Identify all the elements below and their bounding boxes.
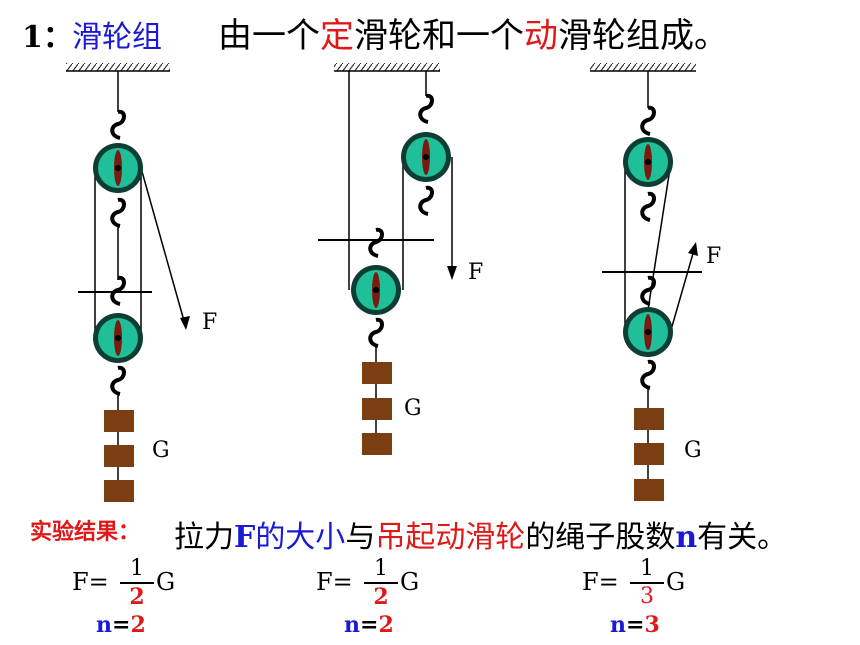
rope-3-pull bbox=[670, 249, 695, 331]
title-description: 由一个定滑轮和一个动滑轮组成。 bbox=[218, 8, 728, 57]
formula-2-fraction-bar bbox=[364, 582, 398, 584]
diagram-1 bbox=[66, 63, 190, 502]
title-term: 滑轮组 bbox=[72, 20, 162, 55]
weight-2a bbox=[362, 362, 392, 384]
formula-3-left: F= bbox=[582, 568, 619, 596]
title-desc-part1: 由一个 bbox=[218, 16, 320, 56]
hook-3a bbox=[640, 105, 656, 136]
diagram-2 bbox=[318, 63, 457, 455]
weight-3c bbox=[634, 479, 664, 501]
force-arrow-3 bbox=[688, 242, 698, 256]
n-eq-2: = bbox=[360, 612, 379, 638]
force-label-2: F bbox=[468, 260, 484, 285]
weight-1c bbox=[104, 480, 134, 502]
result-n: n bbox=[675, 520, 698, 555]
ceiling-3 bbox=[590, 63, 696, 71]
result-part1: 拉力 bbox=[174, 520, 234, 555]
formula-2-denominator: 2 bbox=[373, 584, 389, 610]
hook-2a bbox=[418, 93, 434, 124]
n-eq-3: = bbox=[626, 612, 645, 638]
n-num-2: 2 bbox=[378, 612, 394, 638]
title-desc-part3: 滑轮组成。 bbox=[558, 16, 728, 56]
n-label-1: n bbox=[96, 612, 112, 638]
result-label: 实验结果： bbox=[30, 519, 141, 545]
force-arrow-1 bbox=[180, 316, 190, 330]
hook-1d bbox=[110, 365, 126, 396]
n-value-1: n=2 bbox=[96, 612, 146, 638]
hook-1a bbox=[110, 109, 126, 140]
result-moving: 动滑轮 bbox=[435, 520, 526, 555]
formula-1-denominator: 2 bbox=[129, 584, 145, 610]
n-label-2: n bbox=[344, 612, 360, 638]
formula-2-left: F= bbox=[316, 568, 353, 596]
diagram-3 bbox=[590, 63, 702, 501]
weight-1b bbox=[104, 445, 134, 467]
formula-3-denominator: 3 bbox=[640, 584, 654, 609]
hook-2d bbox=[368, 317, 384, 348]
title-number: 1： bbox=[22, 20, 73, 55]
rope-1-pull bbox=[140, 167, 187, 329]
formula-1-left: F= bbox=[72, 568, 109, 596]
weight-2b bbox=[362, 398, 392, 420]
hook-2c bbox=[368, 227, 384, 258]
result-hang: 吊起 bbox=[375, 520, 436, 555]
result-part3: 与 bbox=[345, 520, 376, 555]
formula-1-right: G bbox=[156, 568, 176, 596]
title-desc-part2: 滑轮和一个 bbox=[354, 16, 524, 56]
result-part5: 有关。 bbox=[697, 520, 788, 555]
hook-3d bbox=[640, 359, 656, 390]
weight-2c bbox=[362, 433, 392, 455]
n-label-3: n bbox=[610, 612, 626, 638]
n-value-3: n=3 bbox=[610, 612, 660, 638]
hook-3b bbox=[640, 191, 656, 222]
weight-1a bbox=[104, 410, 134, 432]
weight-label-2: G bbox=[404, 396, 422, 421]
result-text: 拉力F的大小与吊起动滑轮的绳子股数n有关。 bbox=[174, 512, 787, 556]
n-value-2: n=2 bbox=[344, 612, 394, 638]
weight-label-1: G bbox=[152, 438, 170, 463]
formula-3-fraction-bar bbox=[630, 582, 664, 584]
formula-3-right: G bbox=[666, 568, 686, 596]
result-force: F bbox=[234, 520, 256, 555]
ceiling-1 bbox=[66, 63, 170, 71]
n-eq-1: = bbox=[112, 612, 131, 638]
hook-1c bbox=[110, 275, 126, 306]
title-desc-moving: 动 bbox=[524, 16, 558, 56]
hook-2b bbox=[418, 185, 434, 216]
force-label-1: F bbox=[202, 310, 218, 335]
result-part4: 的绳子股数 bbox=[525, 520, 676, 555]
weight-3b bbox=[634, 443, 664, 465]
formula-1-fraction-bar bbox=[120, 582, 154, 584]
formula-2-right: G bbox=[400, 568, 420, 596]
title-desc-fixed: 定 bbox=[320, 16, 354, 56]
force-arrow-2 bbox=[447, 266, 457, 280]
weight-label-3: G bbox=[684, 438, 702, 463]
weight-3a bbox=[634, 408, 664, 430]
formula-3-numerator: 1 bbox=[640, 556, 654, 581]
result-part2: 的大小 bbox=[255, 520, 346, 555]
hook-1b bbox=[110, 197, 126, 228]
n-num-3: 3 bbox=[644, 612, 660, 638]
formula-1-numerator: 1 bbox=[130, 556, 144, 581]
hook-3c bbox=[640, 275, 656, 306]
n-num-1: 2 bbox=[130, 612, 146, 638]
formula-2-numerator: 1 bbox=[374, 556, 388, 581]
ceiling-2 bbox=[334, 63, 440, 71]
force-label-3: F bbox=[706, 244, 722, 269]
